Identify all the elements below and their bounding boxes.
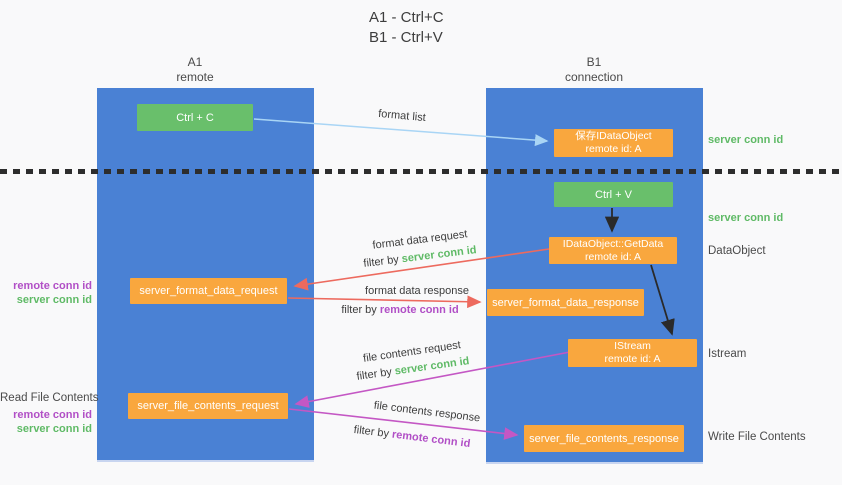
filter-by-text: filter by <box>341 304 380 316</box>
node-save-idataobject: 保存IDataObject remote id: A <box>554 129 673 157</box>
node-istream-remote-id: remote id: A <box>604 353 661 365</box>
server-conn-id-label: server conn id <box>708 212 784 224</box>
remote-conn-id-label: remote conn id <box>13 409 92 421</box>
node-getdata-remote-id: remote id: A <box>584 250 642 263</box>
node-server-file-contents-response: server_file_contents_response <box>524 425 684 452</box>
node-istream-title: IStream <box>614 340 651 352</box>
node-getdata-title: IDataObject::GetData <box>562 237 664 250</box>
node-save-idataobject-remote-id: remote id: A <box>585 143 642 155</box>
label-filter-by-remote-conn-id-format: filter by remote conn id <box>341 304 458 316</box>
lifeline-b1-name: B1 <box>586 55 602 69</box>
node-istream: IStream remote id: A <box>568 339 697 367</box>
side-label-istream: Istream <box>708 348 746 360</box>
title-line-b1: B1 - Ctrl+V <box>369 29 443 46</box>
remote-conn-id-text: remote conn id <box>391 428 471 451</box>
node-idataobject-getdata: IDataObject::GetData remote id: A <box>549 237 677 264</box>
label-file-contents-response: file contents response <box>373 399 481 425</box>
diagram-title: A1 - Ctrl+C B1 - Ctrl+V <box>0 8 842 48</box>
server-conn-id-label: server conn id <box>708 134 784 146</box>
title-line-a1: A1 - Ctrl+C <box>369 9 444 26</box>
lifeline-a1-role: remote <box>176 70 214 84</box>
node-ctrl-v: Ctrl + V <box>554 182 673 207</box>
write-file-contents-label: Write File Contents <box>708 431 806 443</box>
filter-by-text: filter by <box>355 365 396 383</box>
server-conn-id-label: server conn id <box>16 423 92 435</box>
node-ctrl-c: Ctrl + C <box>137 104 253 131</box>
node-server-format-data-request: server_format_data_request <box>130 278 287 304</box>
label-filter-by-remote-conn-id-file: filter by remote conn id <box>353 424 471 450</box>
lifeline-header-b1: B1 connection <box>486 55 702 85</box>
lifeline-a1-name: A1 <box>187 55 203 69</box>
node-save-idataobject-title: 保存IDataObject <box>575 130 652 142</box>
lifeline-b1-role: connection <box>564 70 624 84</box>
read-file-contents-label: Read File Contents <box>0 392 99 404</box>
side-label-format-conn-ids: remote conn id server conn id <box>0 279 92 307</box>
side-label-read-file-contents: Read File Contents remote conn id server… <box>0 392 99 436</box>
side-label-server-conn-id-mid: server conn id <box>708 211 783 225</box>
side-label-server-conn-id-top: server conn id <box>708 133 783 147</box>
server-conn-id-text: server conn id <box>401 244 478 266</box>
istream-label: Istream <box>708 348 747 360</box>
clipboard-phase-separator-line <box>0 169 842 174</box>
lifeline-header-a1: A1 remote <box>87 55 303 85</box>
dataobject-label: DataObject <box>708 245 766 257</box>
remote-conn-id-label: remote conn id <box>13 280 92 292</box>
node-server-file-contents-request: server_file_contents_request <box>128 393 288 419</box>
remote-conn-id-text: remote conn id <box>379 304 459 316</box>
filter-by-text: filter by <box>362 253 403 270</box>
arrow-format-data-response <box>287 295 482 309</box>
side-label-write-file-contents: Write File Contents <box>708 431 806 443</box>
label-format-list: format list <box>377 107 427 125</box>
node-server-format-data-response: server_format_data_response <box>487 289 644 316</box>
side-label-dataobject: DataObject <box>708 245 766 257</box>
label-format-data-response: format data response <box>365 285 469 297</box>
server-conn-id-label: server conn id <box>16 294 92 306</box>
filter-by-text: filter by <box>353 423 393 441</box>
